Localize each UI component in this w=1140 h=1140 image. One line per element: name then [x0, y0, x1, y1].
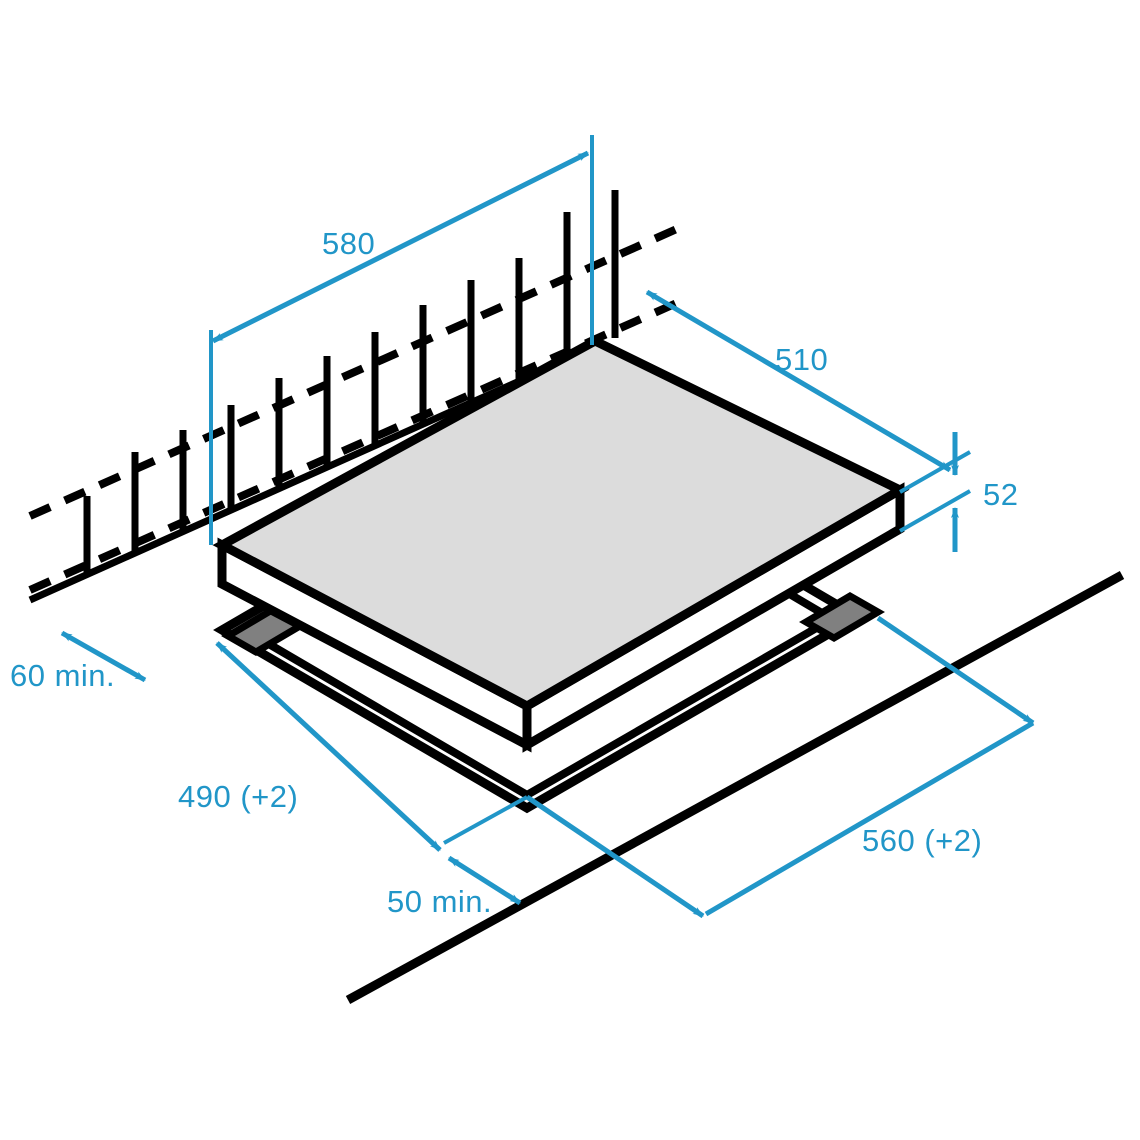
wall-dashed-line-lower: [28, 294, 690, 594]
ext-line-560-left-tie: [443, 795, 528, 845]
dim-arrow-510: [645, 289, 952, 473]
dimension-580: 580: [209, 135, 594, 545]
worktop-front-edge: [345, 571, 1125, 1004]
wall-dashed-line-upper: [28, 220, 690, 520]
dimension-label-60-min: 60 min.: [10, 658, 115, 693]
dim-arrow-580: [211, 150, 590, 344]
ext-line-52-top: [899, 450, 971, 494]
dimension-490: 490 (+2): [178, 641, 442, 852]
dimension-label-52: 52: [983, 477, 1018, 512]
dim-arrow-490: [215, 641, 442, 852]
dim-line-560: [704, 720, 1035, 917]
dim-arrow-60-min: [60, 630, 147, 683]
dimension-510: 510: [645, 289, 952, 473]
dim-arrow-50-min: [447, 855, 522, 906]
dimension-label-510: 510: [775, 342, 828, 377]
dim-arrow-560-left: [525, 794, 705, 919]
dimension-label-490: 490 (+2): [178, 779, 298, 814]
dimension-52: 52: [899, 432, 1018, 552]
dimension-560: 560 (+2): [443, 615, 1035, 919]
ext-line-52-bottom: [899, 489, 971, 533]
dimension-50-min: 50 min.: [387, 855, 522, 919]
dimension-label-580: 580: [322, 226, 375, 261]
mounting-clip-right: [799, 591, 885, 643]
dimension-label-50-min: 50 min.: [387, 884, 492, 919]
ext-line-560-right: [876, 615, 1035, 726]
dimension-label-560: 560 (+2): [862, 823, 982, 858]
dimension-60-min: 60 min.: [10, 630, 147, 693]
